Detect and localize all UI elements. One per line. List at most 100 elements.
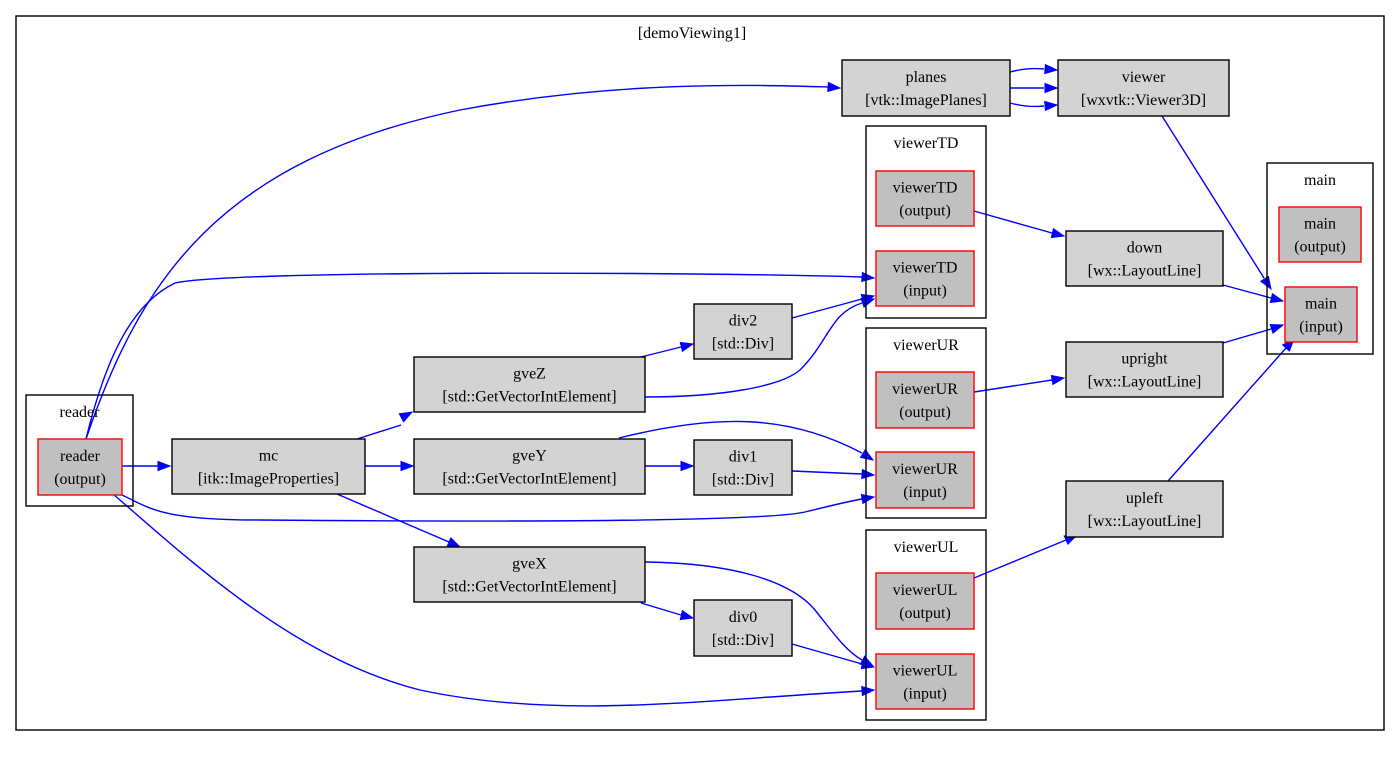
node-div2[interactable]: div2[std::Div] bbox=[693, 303, 793, 360]
node-div0[interactable]: div0[std::Div] bbox=[693, 599, 793, 657]
graph-frame bbox=[15, 15, 1385, 731]
cluster-border bbox=[865, 125, 987, 319]
node-viewerUL_out[interactable]: viewerUL(output) bbox=[875, 572, 975, 630]
node-box bbox=[693, 599, 793, 657]
node-viewerUR_in[interactable]: viewerUR(input) bbox=[875, 451, 975, 509]
node-name: gveZ bbox=[513, 366, 546, 383]
node-box bbox=[413, 546, 646, 603]
node-name: upleft bbox=[1126, 490, 1164, 507]
edge-line bbox=[85, 84, 829, 440]
arrowhead-icon bbox=[157, 460, 172, 472]
node-box bbox=[693, 439, 793, 496]
cluster-label: viewerUL bbox=[894, 539, 959, 556]
node-name: down bbox=[1127, 240, 1163, 257]
edge-line bbox=[1161, 115, 1265, 279]
node-upleft[interactable]: upleft[wx::LayoutLine] bbox=[1065, 480, 1224, 538]
node-name: viewerUL bbox=[893, 582, 958, 599]
port-box bbox=[875, 250, 975, 307]
node-main_in[interactable]: main(input) bbox=[1284, 286, 1358, 343]
node-type: (output) bbox=[899, 404, 951, 421]
node-box bbox=[1065, 230, 1224, 287]
arrowhead-icon bbox=[400, 460, 415, 472]
arrowhead-icon bbox=[398, 411, 414, 423]
edge-viewerTD_out-to-down bbox=[973, 210, 1066, 239]
edge-line bbox=[791, 643, 863, 665]
node-name: reader bbox=[60, 448, 101, 465]
edge-gveZ-to-div2 bbox=[640, 341, 695, 358]
edge-line bbox=[85, 272, 863, 440]
node-reader_out[interactable]: reader(output) bbox=[37, 438, 123, 496]
node-name: gveY bbox=[512, 448, 547, 465]
node-viewerUL_in[interactable]: viewerUL(input) bbox=[875, 653, 975, 710]
node-name: main bbox=[1305, 296, 1337, 313]
cluster-viewerUR: viewerUR bbox=[865, 327, 987, 519]
arrowhead-icon bbox=[860, 293, 876, 305]
edge-planes-to-viewer bbox=[1010, 82, 1059, 94]
node-mc[interactable]: mc[itk::ImageProperties] bbox=[171, 438, 366, 495]
node-gveY[interactable]: gveY[std::GetVectorIntElement] bbox=[413, 438, 646, 495]
node-name: viewer bbox=[1122, 69, 1166, 86]
cluster-label: main bbox=[1304, 172, 1336, 189]
node-down[interactable]: down[wx::LayoutLine] bbox=[1065, 230, 1224, 287]
arrowhead-icon bbox=[1044, 82, 1059, 94]
arrowhead-icon bbox=[1044, 63, 1059, 75]
edge-div2-to-viewerTD_in bbox=[791, 293, 876, 319]
node-gveZ[interactable]: gveZ[std::GetVectorIntElement] bbox=[413, 356, 646, 413]
arrowhead-icon bbox=[860, 658, 876, 670]
node-name: viewerTD bbox=[893, 180, 958, 197]
node-type: [std::GetVectorIntElement] bbox=[442, 579, 616, 596]
node-name: div1 bbox=[729, 449, 757, 466]
node-box bbox=[693, 303, 793, 360]
node-viewerUR_out[interactable]: viewerUR(output) bbox=[875, 371, 975, 429]
clusters-layer: [demoViewing1] reader viewerTD viewerUR view… bbox=[15, 15, 1385, 731]
node-box bbox=[841, 59, 1011, 117]
node-planes[interactable]: planes[vtk::ImagePlanes] bbox=[841, 59, 1011, 117]
node-type: (input) bbox=[903, 484, 947, 501]
cluster-label: reader bbox=[60, 404, 101, 421]
node-type: (output) bbox=[899, 203, 951, 220]
node-name: gveX bbox=[512, 556, 547, 573]
node-viewer[interactable]: viewer[wxvtk::Viewer3D] bbox=[1057, 59, 1230, 117]
edge-reader_out-to-viewerUL_in bbox=[111, 492, 876, 707]
arrowhead-icon bbox=[1044, 100, 1059, 112]
node-type: [vtk::ImagePlanes] bbox=[865, 92, 987, 109]
edge-line bbox=[1009, 67, 1045, 73]
node-upright[interactable]: upright[wx::LayoutLine] bbox=[1065, 341, 1224, 398]
node-type: [std::Div] bbox=[712, 632, 774, 649]
node-type: [std::Div] bbox=[712, 472, 774, 489]
cluster-label: viewerUR bbox=[893, 337, 959, 354]
edge-line bbox=[336, 493, 450, 543]
edge-viewerUL_out-to-upleft bbox=[973, 534, 1079, 579]
node-div1[interactable]: div1[std::Div] bbox=[693, 439, 793, 496]
node-viewerTD_in[interactable]: viewerTD(input) bbox=[875, 250, 975, 307]
edge-line bbox=[121, 494, 863, 522]
node-type: (input) bbox=[903, 283, 947, 300]
arrowhead-icon bbox=[1269, 323, 1285, 334]
edge-planes-to-viewer bbox=[1009, 100, 1059, 112]
cluster-viewerTD: viewerTD bbox=[865, 125, 987, 319]
graph-title: [demoViewing1] bbox=[638, 25, 746, 42]
arrowhead-icon bbox=[1050, 227, 1066, 239]
node-gveX[interactable]: gveX[std::GetVectorIntElement] bbox=[413, 546, 646, 603]
edge-line bbox=[1222, 284, 1272, 299]
port-box bbox=[1278, 206, 1362, 263]
arrowhead-icon bbox=[1050, 374, 1066, 386]
arrowhead-icon bbox=[1259, 275, 1272, 291]
edge-div0-to-viewerUL_in bbox=[791, 643, 876, 670]
node-type: [std::GetVectorIntElement] bbox=[442, 471, 616, 488]
cluster-border bbox=[865, 529, 987, 721]
arrowhead-icon bbox=[680, 460, 695, 472]
edge-mc-to-gveY bbox=[365, 460, 415, 472]
arrowhead-icon bbox=[861, 685, 876, 697]
node-main_out[interactable]: main(output) bbox=[1278, 206, 1362, 263]
edge-line bbox=[791, 298, 863, 319]
node-name: div2 bbox=[729, 313, 757, 330]
node-viewerTD_out[interactable]: viewerTD (output) bbox=[875, 170, 975, 227]
node-name: viewerUL bbox=[893, 663, 958, 680]
edge-gveX-to-div0 bbox=[640, 602, 695, 621]
node-box bbox=[1065, 480, 1224, 538]
edge-viewerUR_out-to-upright bbox=[973, 374, 1066, 393]
arrowhead-icon bbox=[679, 609, 695, 621]
node-box bbox=[171, 438, 366, 495]
